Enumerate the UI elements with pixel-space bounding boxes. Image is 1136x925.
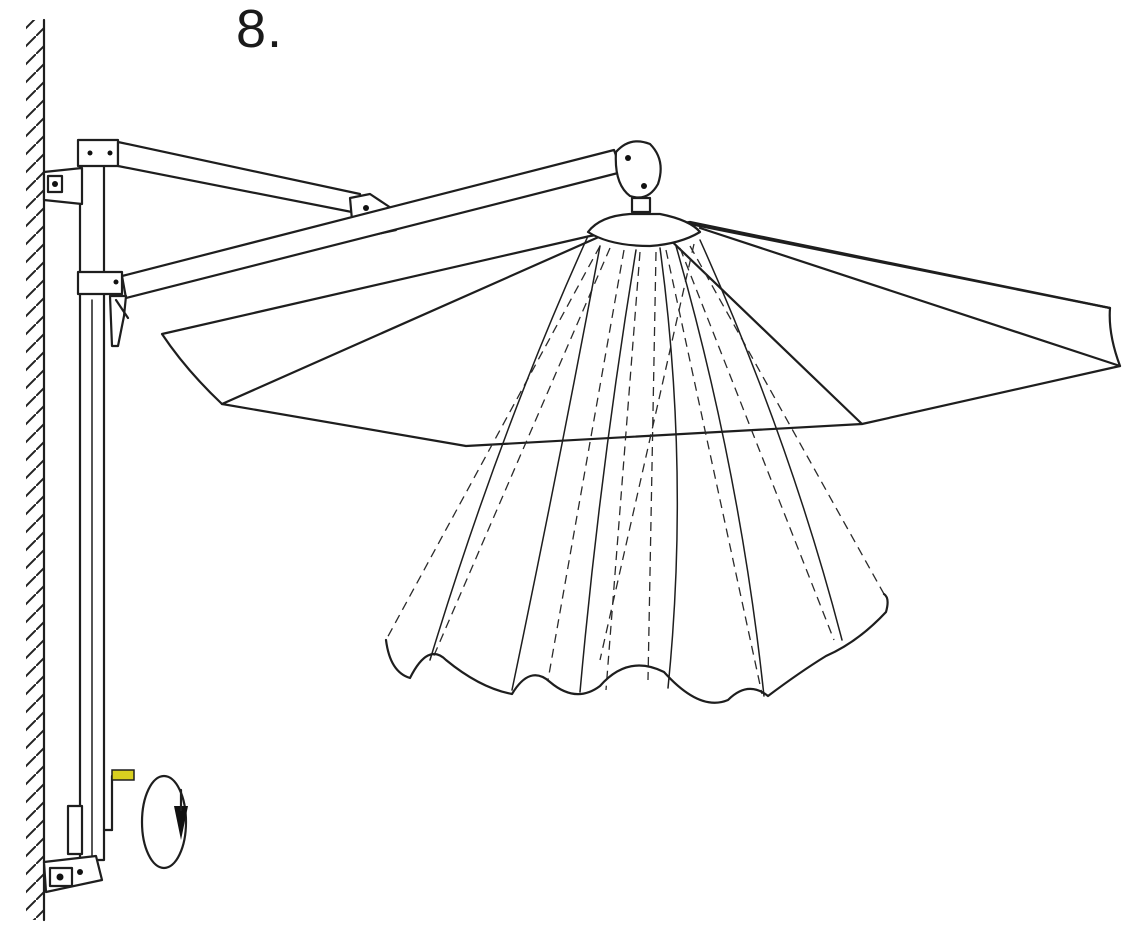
- lock-handle: [108, 294, 130, 348]
- mast-pole: [78, 158, 106, 862]
- open-canopy: [160, 212, 1122, 448]
- crank-handle: [102, 769, 135, 832]
- canopy-head-hub: [614, 140, 662, 214]
- rotate-clockwise-arrow-icon: [140, 774, 188, 870]
- bottom-mount: [42, 804, 104, 894]
- step-number: 8.: [236, 0, 284, 59]
- lower-mast-collar: [76, 270, 124, 296]
- top-wall-bracket: [42, 166, 84, 206]
- upper-arm: [116, 140, 364, 216]
- top-mast-joint: [76, 138, 120, 168]
- folded-canopy-phantom: [384, 235, 889, 704]
- wall: [26, 18, 46, 922]
